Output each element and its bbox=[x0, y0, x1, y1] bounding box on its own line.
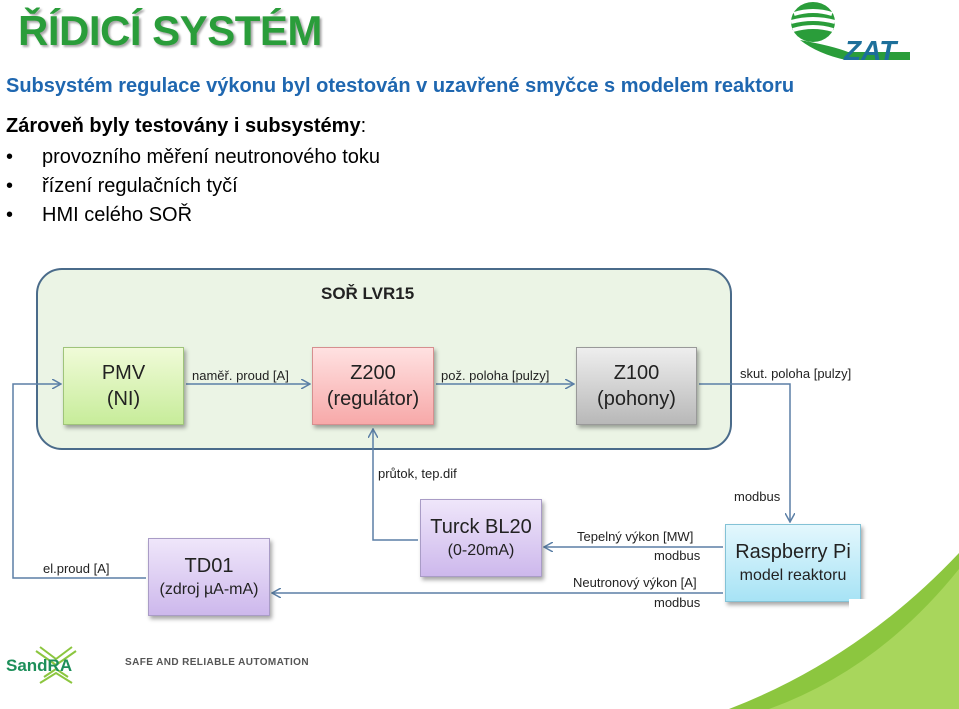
sandra-logo-text: SandRA bbox=[6, 656, 72, 675]
page-title: ŘÍDICÍ SYSTÉM bbox=[18, 7, 322, 54]
bullet-icon: • bbox=[6, 204, 14, 226]
block-z200-desc: (regulátor) bbox=[326, 388, 420, 410]
frame-title: SOŘ LVR15 bbox=[321, 284, 415, 303]
block-td01-desc: (zdroj µA-mA) bbox=[159, 581, 259, 598]
intro-bold: Zároveň byly testovány i subsystémy bbox=[6, 115, 361, 137]
sandra-logo: SandRA bbox=[6, 646, 77, 684]
intro-colon: : bbox=[360, 115, 367, 137]
block-turck-desc: (0-20mA) bbox=[447, 542, 515, 559]
page-subtitle: Subsystém regulace výkonu byl otestován … bbox=[6, 75, 795, 97]
footer-tagline: SAFE AND RELIABLE AUTOMATION bbox=[125, 657, 309, 668]
block-td01: TD01 (zdroj µA-mA) bbox=[148, 538, 270, 616]
block-z200-name: Z200 bbox=[350, 362, 396, 384]
label-el-current: el.proud [A] bbox=[43, 561, 110, 576]
block-z100-desc: (pohony) bbox=[597, 388, 676, 410]
block-td01-name: TD01 bbox=[184, 555, 234, 577]
zat-logo-text: ZAT bbox=[843, 35, 899, 66]
corner-decoration bbox=[729, 553, 959, 709]
arrow-td01-pmv bbox=[12, 384, 146, 579]
list-item-text: řízení regulačních tyčí bbox=[42, 175, 238, 197]
list-item: • HMI celého SOŘ bbox=[6, 201, 380, 230]
label-turck-up: průtok, tep.dif bbox=[378, 466, 457, 481]
list-item-text: provozního měření neutronového toku bbox=[42, 146, 380, 168]
arrow-z100-rpi bbox=[699, 383, 790, 521]
block-z200: Z200 (regulátor) bbox=[312, 347, 434, 425]
label-thermal-power: Tepelný výkon [MW] bbox=[577, 529, 694, 544]
intro-text: Zároveň byly testovány i subsystémy: bbox=[6, 114, 366, 138]
label-z100-out: skut. poloha [pulzy] bbox=[740, 366, 852, 381]
block-turck-name: Turck BL20 bbox=[430, 516, 532, 538]
label-neutron-modbus: modbus bbox=[654, 595, 701, 610]
block-rpi-name: Raspberry Pi bbox=[735, 541, 851, 563]
label-modbus-down: modbus bbox=[734, 489, 781, 504]
bullet-icon: • bbox=[6, 146, 14, 168]
label-z200-z100: pož. poloha [pulzy] bbox=[441, 368, 550, 383]
block-rpi-desc: model reaktoru bbox=[739, 567, 847, 584]
block-raspberry-pi: Raspberry Pi model reaktoru bbox=[725, 524, 861, 602]
block-pmv-desc: (NI) bbox=[106, 388, 141, 410]
block-z100: Z100 (pohony) bbox=[576, 347, 697, 425]
label-neutron-power: Neutronový výkon [A] bbox=[573, 575, 697, 590]
list-item: • provozního měření neutronového toku bbox=[6, 143, 380, 172]
arrow-turck-z200 bbox=[373, 430, 418, 541]
bullet-icon: • bbox=[6, 175, 14, 197]
label-thermal-modbus: modbus bbox=[654, 548, 701, 563]
label-pmv-z200: naměř. proud [A] bbox=[192, 368, 289, 383]
block-turck: Turck BL20 (0-20mA) bbox=[420, 499, 542, 577]
block-pmv-name: PMV bbox=[101, 362, 146, 384]
subsystem-list: • provozního měření neutronového toku • ří… bbox=[6, 143, 380, 230]
list-item: • řízení regulačních tyčí bbox=[6, 172, 380, 201]
block-pmv: PMV (NI) bbox=[63, 347, 184, 425]
list-item-text: HMI celého SOŘ bbox=[42, 204, 193, 226]
block-z100-name: Z100 bbox=[613, 362, 660, 384]
zat-logo: ZAT bbox=[790, 2, 910, 66]
